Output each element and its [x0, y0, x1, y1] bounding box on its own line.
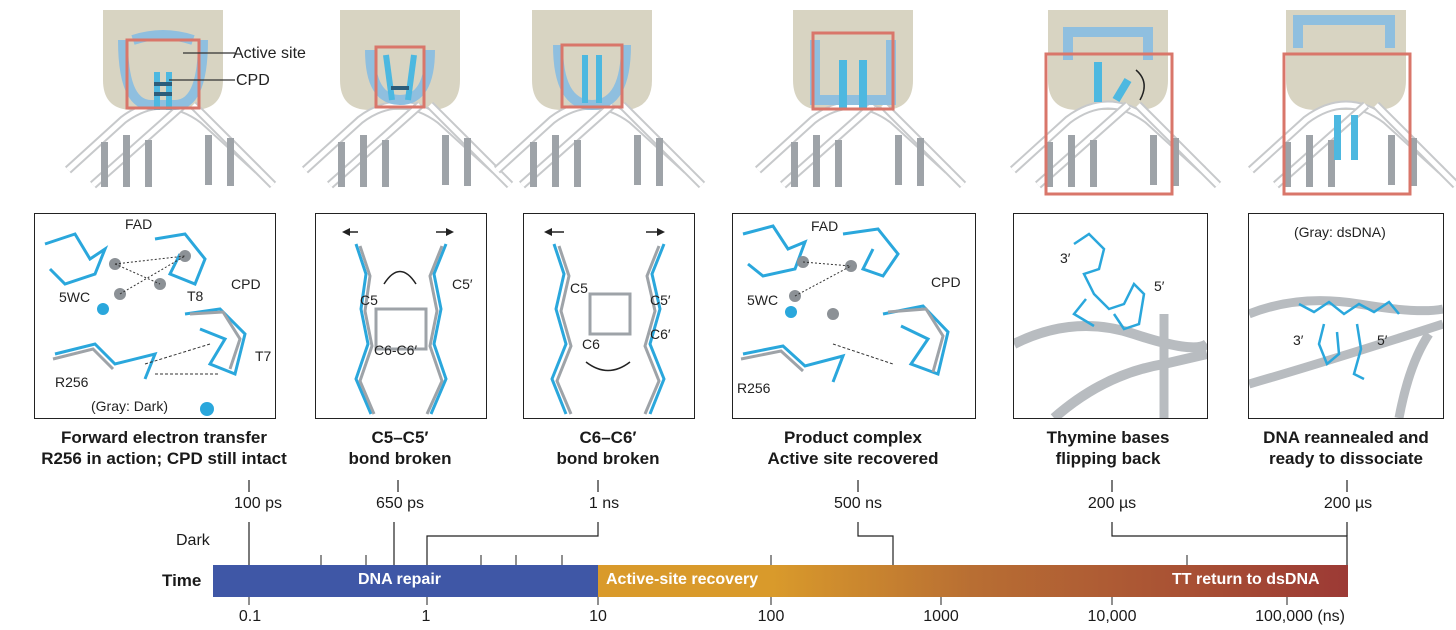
structure-5-drawing	[1014, 232, 1207, 418]
c6-label: C6	[582, 336, 600, 352]
time-label: Time	[162, 571, 202, 590]
axis-tick-5: 10,000	[1087, 608, 1137, 625]
schematic-4	[758, 10, 963, 187]
structure-2-drawing	[342, 228, 454, 415]
r256-label: R256	[737, 380, 771, 396]
c5-label: C5	[570, 280, 588, 296]
schematic-5	[1013, 10, 1218, 196]
panel-c5-c5p-broken: C5 C5′ C6-C6′	[315, 213, 487, 419]
5wc-label: 5WC	[747, 292, 779, 308]
5p-label: 5′	[1154, 278, 1165, 294]
event-time-4: 500 ns	[833, 495, 883, 512]
schematic-2	[305, 10, 510, 187]
caption-3: C6–C6′bond broken	[556, 428, 660, 468]
5p-label: 5′	[1377, 332, 1388, 348]
3p-label: 3′	[1060, 250, 1071, 266]
dark-label: Dark	[176, 532, 210, 549]
time-bar	[213, 565, 1348, 597]
t7-label: T7	[255, 348, 272, 364]
cpd-label: CPD	[236, 72, 270, 89]
panel-dna-reannealed: (Gray: dsDNA) 3′ 5′	[1248, 213, 1444, 419]
3p-label: 3′	[1293, 332, 1304, 348]
panel-product-complex: FAD 5WC CPD R256	[732, 213, 976, 419]
structure-3-drawing	[544, 228, 666, 415]
axis-tick-1: 1	[421, 608, 431, 625]
event-time-1: 100 ps	[233, 495, 283, 512]
axis-tick-6: 100,000 (ns)	[1255, 608, 1345, 625]
structure-1-drawing	[44, 232, 247, 416]
active-site-label: Active site	[233, 45, 306, 62]
phase-tt-return: TT return to dsDNA	[1172, 571, 1320, 588]
event-time-5: 200 µs	[1087, 495, 1137, 512]
c5p-label: C5′	[452, 276, 473, 292]
c5p-label: C5′	[650, 292, 671, 308]
timeline-connectors	[248, 480, 1348, 565]
panel-c6-c6p-broken: C5 C5′ C6 C6′	[523, 213, 695, 419]
phase-active-site-recovery: Active-site recovery	[606, 571, 759, 588]
5wc-label: 5WC	[59, 289, 91, 305]
event-time-3: 1 ns	[588, 495, 620, 512]
c6c6p-label: C6-C6′	[374, 342, 418, 358]
schematic-1	[68, 10, 273, 187]
cpd-structure-label: CPD	[931, 274, 961, 290]
axis-tick-0: 0.1	[238, 608, 262, 625]
schematic-3	[497, 10, 702, 187]
panel-forward-electron-transfer: FAD 5WC T8 CPD T7 R256 (Gray: Dark)	[34, 213, 276, 419]
schematic-strip: Active site CPD	[0, 10, 1456, 196]
c5-label: C5	[360, 292, 378, 308]
r256-label: R256	[55, 374, 89, 390]
fad-label: FAD	[125, 216, 153, 232]
gray-dark-note: (Gray: Dark)	[91, 398, 168, 414]
panel-thymine-flipping: 3′ 5′	[1013, 213, 1208, 419]
phase-dna-repair: DNA repair	[358, 571, 441, 588]
cpd-structure-label: CPD	[231, 276, 261, 292]
caption-2: C5–C5′bond broken	[348, 428, 452, 468]
c6p-label: C6′	[650, 326, 671, 342]
event-time-6: 200 µs	[1323, 495, 1373, 512]
structure-6-drawing	[1249, 296, 1443, 418]
fad-label: FAD	[811, 218, 839, 234]
time-axis-ticks	[248, 555, 1288, 605]
t8-label: T8	[187, 288, 204, 304]
axis-tick-4: 1000	[923, 608, 959, 625]
event-time-2: 650 ps	[375, 495, 425, 512]
gray-dsdna-note: (Gray: dsDNA)	[1294, 224, 1386, 240]
axis-tick-3: 100	[757, 608, 785, 625]
schematic-6	[1251, 10, 1456, 196]
structure-4-drawing	[740, 224, 950, 383]
axis-tick-2: 10	[589, 608, 607, 625]
